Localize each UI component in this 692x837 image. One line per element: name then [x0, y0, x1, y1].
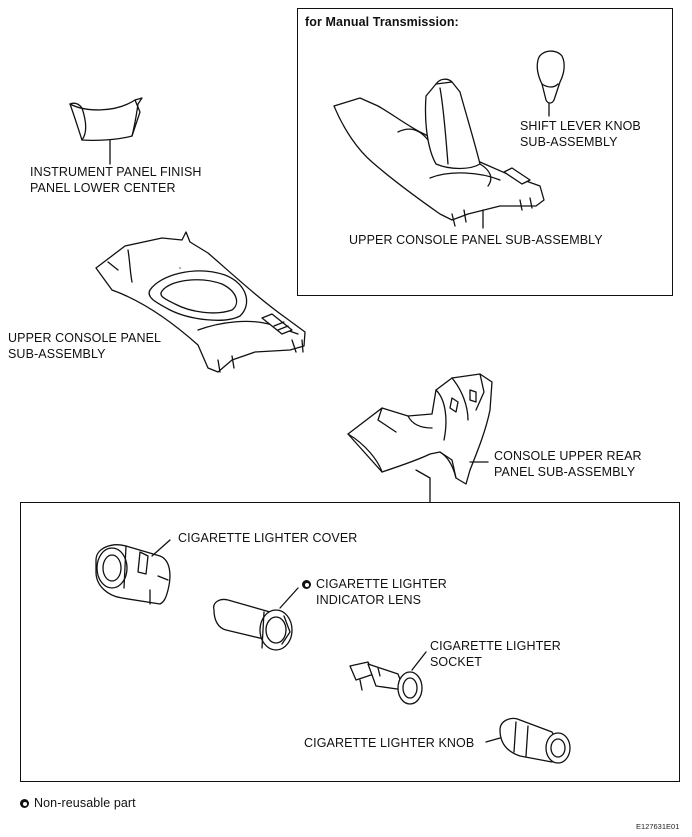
- indicator-lens-label-line1: CIGARETTE LIGHTER: [302, 576, 447, 592]
- finish-panel-lower-center-drawing: [69, 97, 143, 165]
- manual-box-title: for Manual Transmission:: [305, 15, 459, 29]
- socket-label-line2: SOCKET: [430, 655, 482, 669]
- rear-panel-label-line2: PANEL SUB-ASSEMBLY: [494, 465, 636, 479]
- upper-console-label-line2: SUB-ASSEMBLY: [8, 347, 106, 361]
- indicator-lens-label-text1: CIGARETTE LIGHTER: [316, 577, 447, 591]
- upper-console-label-line1: UPPER CONSOLE PANEL: [8, 331, 162, 345]
- cigarette-lighter-knob-drawing: [485, 717, 571, 764]
- rear-panel-callout-line: [415, 469, 431, 503]
- non-reusable-icon: [302, 580, 311, 589]
- indicator-lens-label-line2: INDICATOR LENS: [316, 593, 422, 607]
- non-reusable-legend-text: Non-reusable part: [34, 796, 136, 810]
- lighter-cover-label: CIGARETTE LIGHTER COVER: [178, 531, 358, 545]
- finish-panel-label-line1: INSTRUMENT PANEL FINISH: [30, 165, 202, 179]
- indicator-lens-drawing: [213, 587, 299, 651]
- figure-id: E127631E01: [636, 822, 680, 831]
- manual-upper-console-drawing: [333, 78, 545, 229]
- cigarette-lighter-socket-drawing: [349, 651, 427, 705]
- finish-panel-label-line2: PANEL LOWER CENTER: [30, 181, 176, 195]
- upper-console-panel-drawing: [95, 231, 306, 373]
- non-reusable-legend: Non-reusable part: [20, 795, 136, 811]
- socket-label-line1: CIGARETTE LIGHTER: [430, 639, 561, 653]
- shift-lever-knob-drawing: [536, 50, 565, 117]
- manual-transmission-box: [297, 8, 673, 296]
- console-upper-rear-panel-drawing: [347, 373, 493, 485]
- cigarette-lighter-box: [20, 502, 680, 782]
- lighter-knob-label: CIGARETTE LIGHTER KNOB: [304, 736, 475, 750]
- rear-panel-label-line1: CONSOLE UPPER REAR: [494, 449, 642, 463]
- non-reusable-legend-icon: [20, 799, 29, 808]
- manual-upper-console-label: UPPER CONSOLE PANEL SUB-ASSEMBLY: [349, 233, 603, 247]
- shift-lever-knob-label-line2: SUB-ASSEMBLY: [520, 135, 618, 149]
- shift-lever-knob-label-line1: SHIFT LEVER KNOB: [520, 119, 641, 133]
- cigarette-lighter-cover-drawing: [95, 539, 171, 605]
